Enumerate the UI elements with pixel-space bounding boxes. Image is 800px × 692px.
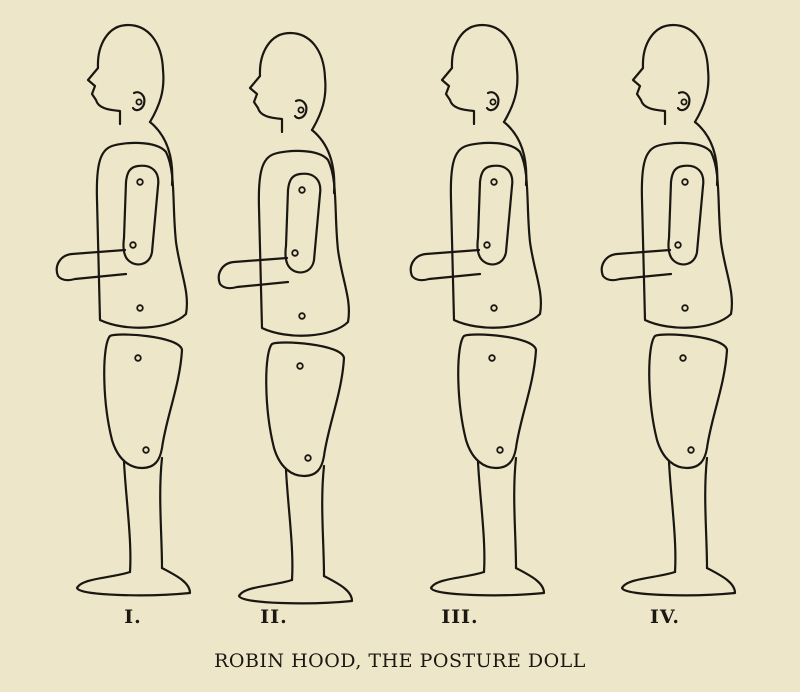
figure-label-4: IV. [650, 606, 680, 628]
figure-label-3: III. [441, 606, 479, 628]
doll-figure-4 [600, 23, 737, 597]
doll-figure-3 [409, 23, 546, 597]
doll-figure-1 [55, 23, 192, 597]
figure-caption: ROBIN HOOD, THE POSTURE DOLL [214, 650, 586, 672]
figure-label-2: II. [260, 606, 288, 628]
doll-figure-2 [217, 31, 354, 605]
figure-label-1: I. [124, 606, 142, 628]
